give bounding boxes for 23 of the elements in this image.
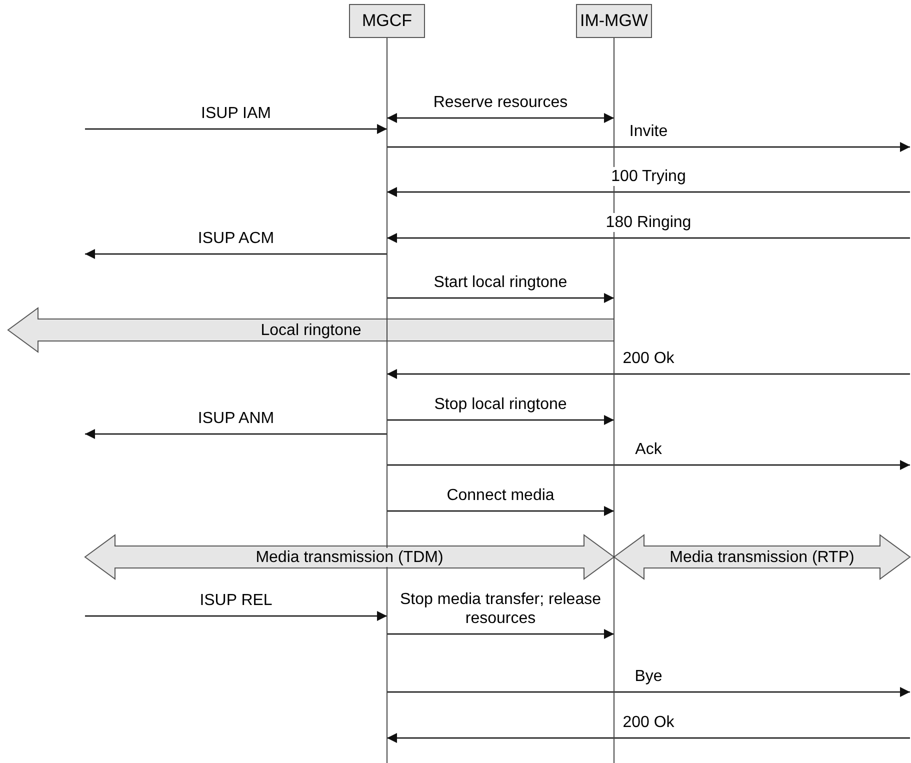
message-arrow (387, 415, 614, 425)
message-arrow (85, 124, 387, 134)
message-arrow (85, 611, 387, 621)
participant-box: MGCF (349, 4, 425, 38)
message-arrow (85, 249, 387, 259)
message-arrow (85, 429, 387, 439)
message-arrow (387, 687, 910, 697)
message-arrow (387, 460, 910, 470)
message-arrow (387, 369, 910, 379)
message-label: 180 Ringing (604, 213, 694, 232)
message-arrow (387, 113, 614, 123)
message-arrow (387, 506, 614, 516)
message-label: Media transmission (RTP) (668, 548, 856, 566)
message-label: Stop local ringtone (432, 395, 569, 414)
message-arrow (387, 733, 910, 743)
message-arrow (387, 629, 614, 639)
message-label: 100 Trying (609, 167, 688, 186)
message-arrow (387, 187, 910, 197)
message-label: Start local ringtone (432, 273, 570, 292)
message-arrow (387, 142, 910, 152)
message-arrow (387, 233, 910, 243)
message-arrow (387, 293, 614, 303)
participant-box: IM-MGW (576, 4, 652, 38)
